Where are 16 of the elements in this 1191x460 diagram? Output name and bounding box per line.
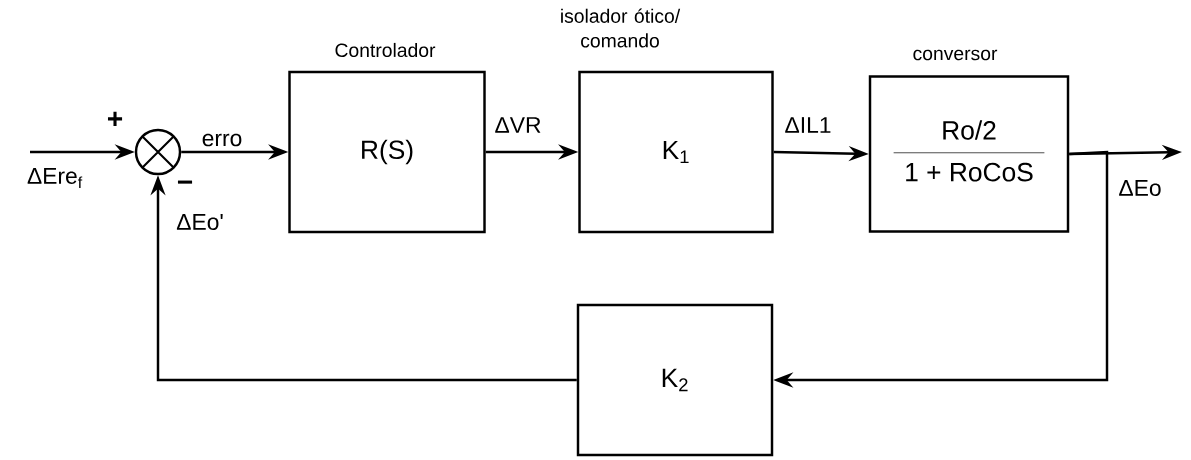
edge-label: ΔEre$_{f}$ [25, 166, 85, 190]
block-box: Ro/2 1 + RoCoS [868, 75, 1070, 233]
summing-junction [134, 128, 182, 176]
block-heading: Controlador [335, 42, 436, 58]
edge-label: ΔEo' [174, 212, 226, 232]
sign-label: − [177, 180, 193, 184]
block-heading: isolador ótico/ comando [561, 8, 681, 48]
block-box: K$_{1}$ [578, 70, 774, 234]
block-box: R(S) [288, 70, 486, 234]
edge-label: erro [199, 132, 245, 148]
edge-label: ΔVR [492, 115, 544, 135]
block-heading: conversor [913, 49, 998, 61]
edge-label: ΔIL1 [782, 115, 834, 135]
edge-label: ΔEo [1116, 178, 1164, 198]
sign-label: + [108, 111, 123, 127]
block-box: K$_{2}$ [576, 303, 774, 457]
